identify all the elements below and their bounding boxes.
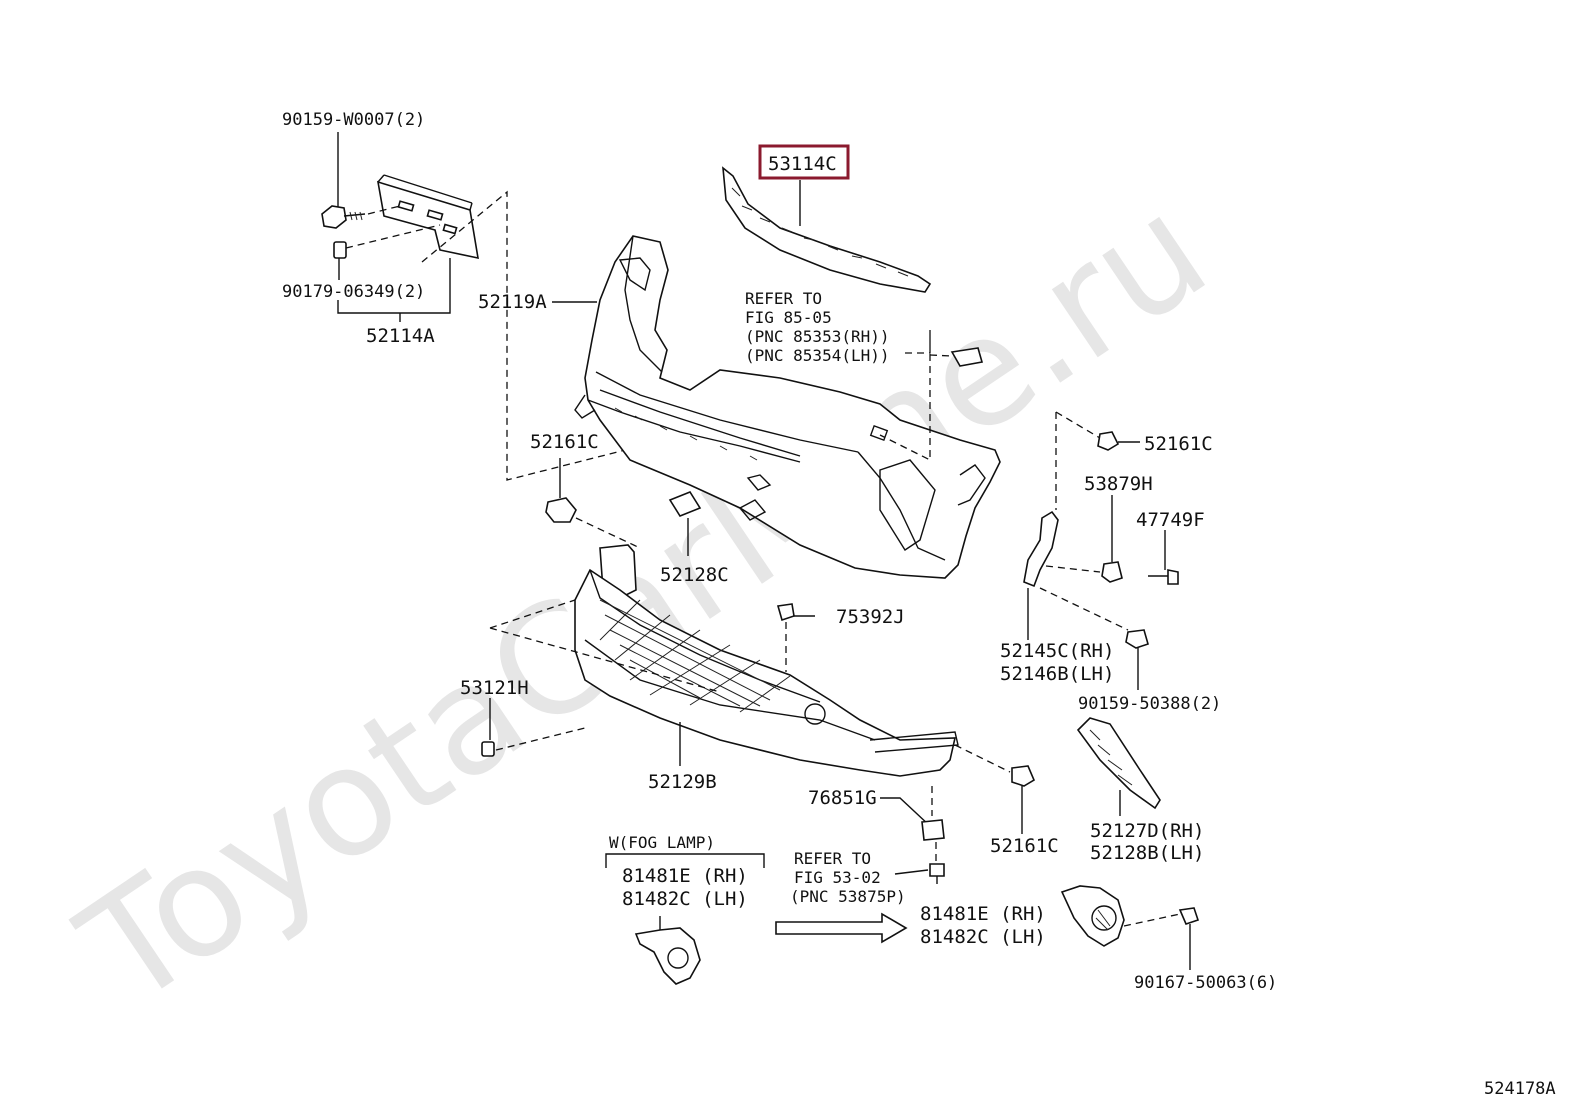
clip-76851G	[880, 786, 945, 884]
refer1-line1: REFER TO	[745, 289, 822, 308]
label-53121H: 53121H	[460, 677, 529, 699]
clip-52161C-bottom	[954, 744, 1036, 834]
clip-52161C-left	[545, 458, 641, 549]
figure-code: 524178A	[1484, 1079, 1556, 1099]
fog-bezel-81481E-right	[1060, 885, 1181, 947]
label-52127D: 52127D(RH)	[1090, 820, 1204, 842]
refer2-line1: REFER TO	[794, 849, 871, 868]
retainer-53121H	[481, 698, 586, 757]
label-90167-50063: 90167-50063(6)	[1134, 973, 1277, 993]
refer1-line2: FIG 85-05	[745, 308, 832, 327]
license-bracket-52114A	[376, 174, 479, 260]
label-52128B: 52128B(LH)	[1090, 842, 1204, 864]
label-81482C-left: 81482C (LH)	[622, 888, 748, 910]
label-53114C: 53114C	[768, 153, 837, 175]
lower-grille-52129B	[574, 544, 959, 777]
fog-bezel-81481E-left	[634, 916, 701, 985]
fog-cover-85353	[929, 347, 984, 367]
label-90179-06349: 90179-06349(2)	[282, 282, 425, 302]
grille-molding-53114C	[722, 166, 932, 293]
bracket-52127D	[1076, 717, 1161, 816]
fog-lamp-bracket	[605, 853, 765, 868]
label-81482C-right: 81482C (LH)	[920, 926, 1046, 948]
label-52161C-left: 52161C	[530, 431, 599, 453]
bolt-90159-W0007	[321, 132, 401, 229]
screw-47749F	[1148, 530, 1179, 585]
label-52161C-right: 52161C	[1144, 433, 1213, 455]
highlight-box-53114C	[758, 144, 850, 180]
label-81481E-left: 81481E (RH)	[622, 865, 748, 887]
clip-52161C-right	[1097, 431, 1140, 451]
label-90159-50388: 90159-50388(2)	[1078, 694, 1221, 714]
arrow-right-icon	[775, 912, 908, 944]
refer1-line4: (PNC 85354(LH))	[745, 346, 890, 365]
side-bracket-52145C	[1023, 411, 1129, 640]
label-52161C-bottom: 52161C	[990, 835, 1059, 857]
cap-52128C	[668, 491, 702, 556]
label-52145C: 52145C(RH)	[1000, 640, 1114, 662]
label-53879H: 53879H	[1084, 473, 1153, 495]
clip-53879H	[1101, 495, 1123, 583]
label-76851G: 76851G	[808, 787, 877, 809]
label-52114A: 52114A	[366, 325, 435, 347]
label-47749F: 47749F	[1136, 509, 1205, 531]
bolt-90159-50388	[1125, 629, 1149, 690]
label-fog-lamp: W(FOG LAMP)	[609, 833, 715, 852]
label-75392J: 75392J	[836, 606, 905, 628]
label-52128C: 52128C	[660, 564, 729, 586]
label-52119A: 52119A	[478, 291, 547, 313]
bolt-90167-50063	[1178, 907, 1200, 970]
refer2-line2: FIG 53-02	[794, 868, 881, 887]
label-52129B: 52129B	[648, 771, 717, 793]
label-90159-W0007: 90159-W0007(2)	[282, 110, 425, 130]
label-81481E-right: 81481E (RH)	[920, 903, 1046, 925]
refer2-line3: (PNC 53875P)	[790, 887, 906, 906]
refer1-line3: (PNC 85353(RH))	[745, 327, 890, 346]
bumper-cover-52119A	[574, 235, 1001, 579]
clip-75392J	[776, 603, 815, 672]
nut-90179-06349	[333, 224, 441, 280]
label-52146B: 52146B(LH)	[1000, 663, 1114, 685]
